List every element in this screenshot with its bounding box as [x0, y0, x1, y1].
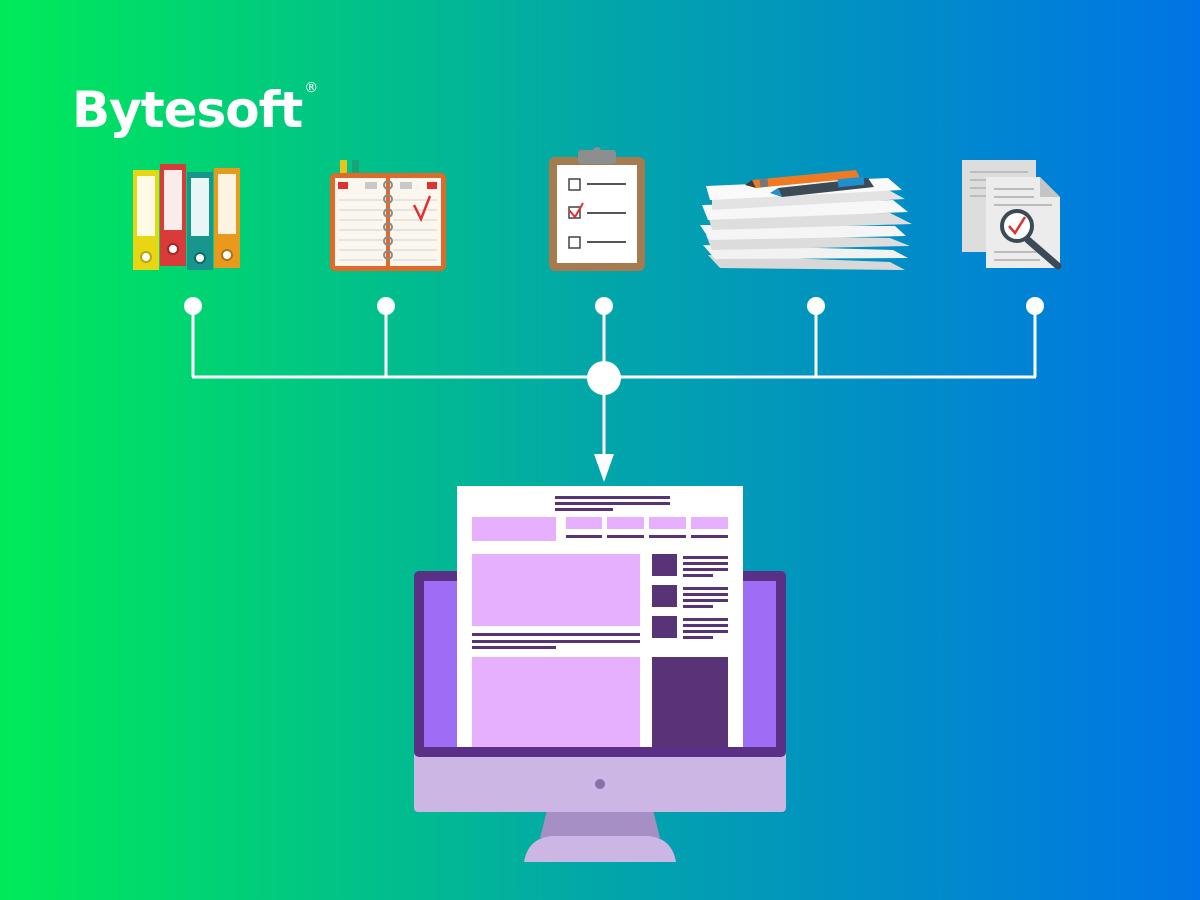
- notebook-icon: [330, 160, 446, 271]
- monitor-stand-neck: [540, 810, 660, 838]
- clipboard-checklist-icon: [549, 147, 645, 271]
- monitor-stand-foot: [524, 836, 676, 862]
- paper-stack-pens-icon: [700, 170, 912, 270]
- binders-icon: [133, 164, 240, 270]
- node-dot-4: [807, 297, 825, 315]
- brand-name: Bytesoft: [72, 81, 303, 139]
- node-dot-2: [377, 297, 395, 315]
- node-dot-3: [595, 297, 613, 315]
- node-dot-1: [184, 297, 202, 315]
- node-dot-5: [1026, 297, 1044, 315]
- registered-mark: ®: [304, 80, 319, 96]
- arrow-head: [594, 454, 614, 482]
- monitor-webpage-icon: [414, 486, 786, 862]
- monitor-power-dot: [595, 779, 605, 789]
- hub-node: [587, 361, 621, 395]
- connector-nodes: [184, 297, 1044, 482]
- brand-logo: Bytesoft ®: [72, 78, 318, 142]
- document-search-icon: [962, 160, 1062, 270]
